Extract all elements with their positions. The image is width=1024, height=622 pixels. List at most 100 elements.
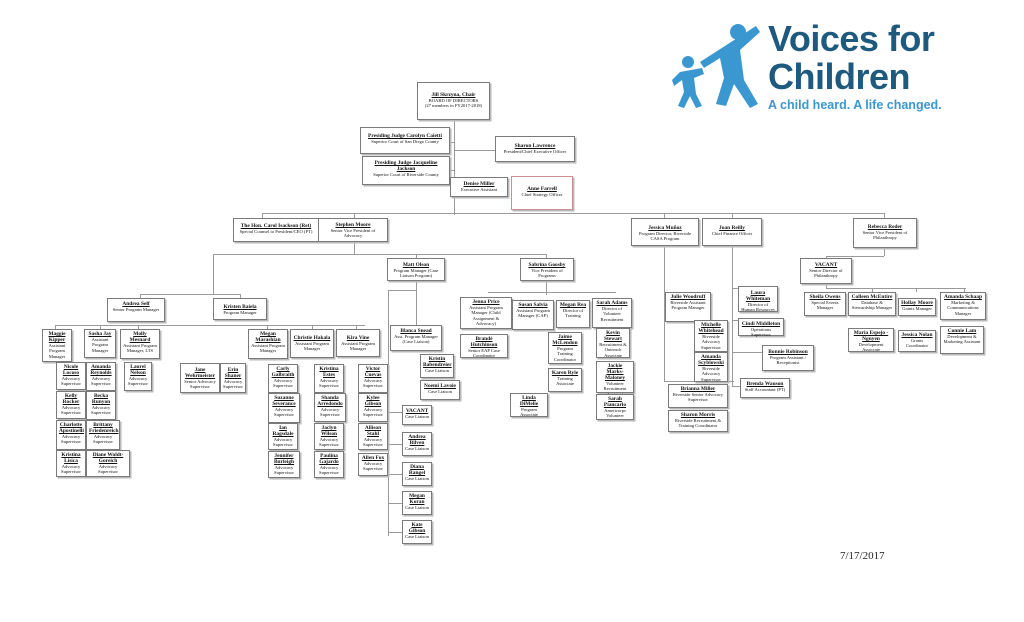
person-title: Case Liaison <box>405 446 429 451</box>
person-title: Case Liaison <box>405 414 429 419</box>
person-name: Carly Galbraith <box>271 366 295 378</box>
person-name: Cindi Middleton <box>741 321 781 327</box>
person-title: Advocacy Supervisor <box>91 405 111 416</box>
person-title: Case Liaison <box>405 534 429 539</box>
person-title: Advocacy Supervisor <box>61 405 81 416</box>
person-title: Director of Human Resources <box>741 302 775 313</box>
logo-line-2: Children <box>768 56 911 97</box>
person-name: Anne Farrell <box>527 186 557 192</box>
person-title: Program Director, Riverside CASA Program <box>639 231 691 242</box>
person-title: Grants Manager <box>902 306 932 311</box>
person-name: Megan Koran <box>409 493 425 505</box>
person-title: Recruitment & Outreach Associate <box>599 342 627 358</box>
person-name: Karen Ryle <box>551 370 579 376</box>
person-name: Allison Stahl <box>364 425 382 437</box>
person-name: Maggie Kipper <box>48 331 66 343</box>
person-title: Riverside Assistant Program Manager <box>670 300 706 311</box>
person-title: Assistant Program Manager <box>48 343 66 359</box>
person-name: VACANT <box>405 408 429 414</box>
person-title: Case Liaison <box>405 476 429 481</box>
person-title: Advocacy Supervisor <box>223 379 243 390</box>
person-name: Sarah Piancarlo <box>603 396 627 408</box>
person-name: Sheila Owens <box>809 294 841 300</box>
person-title: Advocacy Supervisor <box>273 378 293 389</box>
person-title: Chief Finance Officer <box>711 231 753 236</box>
person-name: Maria Espejo -Nguyen <box>853 330 889 342</box>
person-title: Senior Advocacy Supervisor <box>184 379 216 390</box>
person-title: Advocacy Supervisor <box>91 376 111 387</box>
person-name: Diana Rangel <box>408 464 426 476</box>
person-name: Sharon Morris <box>680 412 716 418</box>
person-title: Senior Director of Philanthropy <box>809 268 843 279</box>
person-title: Training Associate <box>556 376 574 387</box>
person-title: Advocacy Supervisor <box>61 376 81 387</box>
person-title: Database & Stewardship Manager <box>851 300 893 311</box>
person-title: Riverside Advocacy Supervisor <box>701 334 721 350</box>
logo-line-1: Voices for <box>768 18 935 59</box>
person-name: Brenda Wauson <box>746 381 784 387</box>
person-title: Advocacy Supervisor <box>98 464 118 475</box>
person-title: Advocacy Supervisor <box>363 461 383 472</box>
person-name: Sasha Jay <box>88 331 112 337</box>
person-name: Jaime McLendon <box>552 334 578 346</box>
person-title: Program Training Coordinator <box>553 346 577 362</box>
person-title: Superior Court of Riverside County <box>373 172 439 177</box>
person-title: Senior Vice President of Advocacy <box>330 228 376 239</box>
person-title: Grants Coordinator <box>905 338 929 349</box>
person-title: Case Liaison <box>428 389 452 394</box>
person-title: Assistant Program Manager <box>251 343 285 354</box>
person-title: Case Liaison <box>425 368 449 373</box>
person-title: Assistant Program Manager <box>295 341 329 352</box>
person-title: Advocacy Supervisor <box>363 378 383 389</box>
person-name: Kira Vine <box>346 335 370 341</box>
person-name: Shanda Arredondo <box>317 395 343 407</box>
person-name: Julie Woodruff <box>670 294 706 300</box>
person-name: Matt Olson <box>402 262 430 268</box>
logo-wordmark: Voices for Children A child heard. A lif… <box>768 18 942 113</box>
person-title: Advocacy Supervisor <box>93 434 113 445</box>
person-name: Nicole Locoso <box>62 364 80 376</box>
person-name: Kristin Babendreier <box>423 356 452 368</box>
person-name: Jenna Price <box>472 299 500 305</box>
person-name: Diane Woldt-Goreich <box>92 452 124 464</box>
person-title: Program Associate <box>520 407 538 418</box>
person-title: Special Events Manager <box>811 300 839 311</box>
person-title: Program Manager (Case Liaison Program) <box>393 268 439 279</box>
person-name: The Hon. Carol Isackson (Ret) <box>240 223 312 229</box>
person-title: Marketing & Communications Manager <box>947 300 979 316</box>
person-name: Denise Miller <box>463 181 495 187</box>
person-title: Advocacy Supervisor <box>274 465 294 476</box>
person-name: Kristina Lisica <box>61 452 81 464</box>
person-name: Megan Rea <box>559 302 587 308</box>
person-title: Senior Vice President of Philanthropy <box>862 230 908 241</box>
person-name: Kristina Estes <box>319 366 339 378</box>
person-name: Susan Salvia <box>518 302 548 308</box>
person-title: Advocacy Supervisor <box>363 437 383 448</box>
